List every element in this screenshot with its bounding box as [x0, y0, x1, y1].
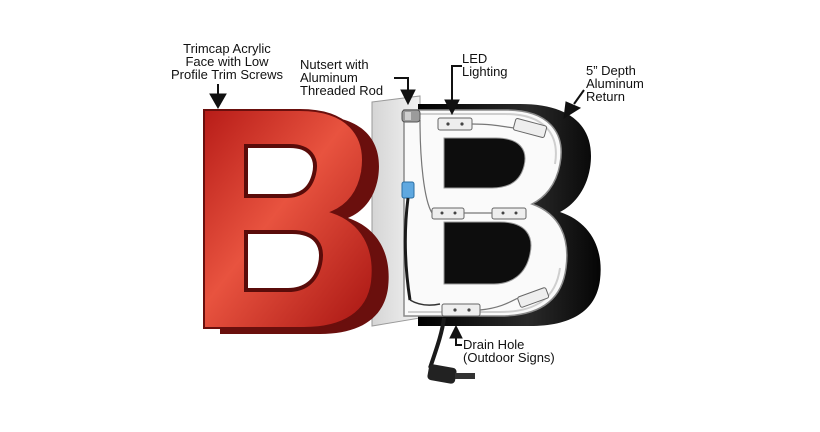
led-module-icon — [512, 118, 548, 138]
power-cord-icon — [427, 317, 475, 384]
trimcap-acrylic-face — [203, 109, 389, 334]
arrow-icon — [209, 93, 227, 110]
nutsert-callout-label: Nutsert with Aluminum Threaded Rod — [300, 57, 384, 98]
aluminum-return-callout-label: 5” Depth Aluminum Return — [586, 63, 644, 104]
callout-arrows — [209, 65, 585, 346]
arrow-icon — [449, 324, 463, 339]
nutsert-icon — [401, 109, 421, 123]
led-modules — [419, 117, 550, 317]
arrow-icon — [563, 101, 582, 119]
led-module-icon — [441, 303, 481, 317]
led-lighting-callout-label: LED Lighting — [462, 51, 508, 79]
trimcap-callout-label: Trimcap Acrylic Face with Low Profile Tr… — [171, 41, 283, 82]
arrow-icon — [573, 89, 585, 105]
arrow-icon — [400, 89, 416, 106]
arrow-icon — [451, 65, 462, 102]
arrow-icon — [455, 336, 462, 346]
led-module-icon — [517, 287, 550, 308]
arrow-icon — [394, 77, 409, 92]
led-module-icon — [491, 207, 527, 220]
arrow-icon — [444, 99, 460, 116]
drain-hole-callout-label: Drain Hole (Outdoor Signs) — [463, 337, 555, 365]
led-module-icon — [431, 207, 465, 220]
power-connector — [401, 181, 441, 306]
led-module-icon — [437, 117, 473, 131]
